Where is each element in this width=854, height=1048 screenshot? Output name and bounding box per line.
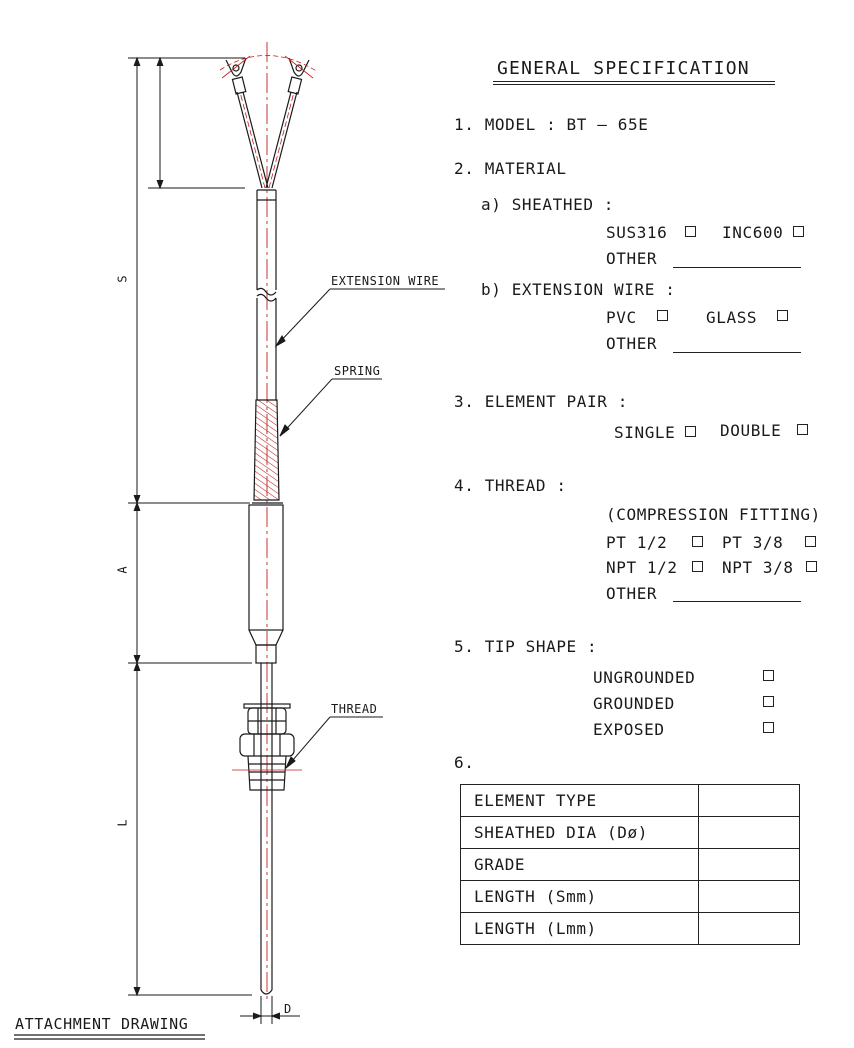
option-sus316: SUS316	[606, 223, 668, 242]
element-pair-heading: 3. ELEMENT PAIR :	[454, 392, 628, 411]
row-label-sheathed-dia: SHEATHED DIA (Dø)	[460, 816, 699, 849]
option-pt-3-8: PT 3/8	[722, 533, 784, 552]
option-npt-1-2: NPT 1/2	[606, 558, 678, 577]
table-row: LENGTH (Lmm)	[460, 912, 800, 945]
callout-spring: SPRING	[334, 364, 381, 378]
spade-terminal-right	[284, 55, 314, 79]
spring	[252, 399, 283, 504]
thread-heading: 4. THREAD :	[454, 476, 567, 495]
extension-wire-other-field[interactable]	[673, 352, 801, 353]
material-heading: 2. MATERIAL	[454, 159, 567, 178]
value-cell-length-l[interactable]	[698, 912, 800, 945]
value-cell-length-s[interactable]	[698, 880, 800, 913]
option-pt-1-2: PT 1/2	[606, 533, 668, 552]
checkbox-pvc[interactable]	[657, 310, 668, 321]
row-label-element-type: ELEMENT TYPE	[460, 784, 699, 817]
option-ungrounded: UNGROUNDED	[593, 668, 696, 687]
checkbox-npt-3-8[interactable]	[806, 561, 817, 572]
checkbox-double[interactable]	[797, 424, 808, 435]
spec-title: GENERAL SPECIFICATION	[497, 58, 750, 79]
option-grounded: GROUNDED	[593, 694, 675, 713]
row-label-grade: GRADE	[460, 848, 699, 881]
dimension-a-label: A	[115, 566, 130, 574]
table-row: SHEATHED DIA (Dø)	[460, 816, 800, 849]
extension-wire-other-label: OTHER	[606, 334, 658, 353]
table-row: GRADE	[460, 848, 800, 881]
model-line: 1. MODEL : BT — 65E	[454, 115, 649, 134]
thread-other-field[interactable]	[673, 601, 801, 602]
sheathed-other-label: OTHER	[606, 249, 658, 268]
option-npt-3-8: NPT 3/8	[722, 558, 794, 577]
checkbox-pt-1-2[interactable]	[692, 536, 703, 547]
row-label-length-l: LENGTH (Lmm)	[460, 912, 699, 945]
value-cell-element-type[interactable]	[698, 784, 800, 817]
callout-extension-wire: EXTENSION WIRE	[331, 274, 440, 288]
tip-shape-heading: 5. TIP SHAPE :	[454, 637, 598, 656]
lead-wires	[231, 76, 303, 189]
compression-fitting	[232, 703, 302, 791]
thread-other-label: OTHER	[606, 584, 658, 603]
checkbox-npt-1-2[interactable]	[692, 561, 703, 572]
dimension-l-label: L	[115, 819, 130, 827]
option-glass: GLASS	[706, 308, 758, 327]
dimension-lines	[128, 56, 300, 1024]
leader-lines	[274, 288, 445, 769]
checkbox-glass[interactable]	[777, 310, 788, 321]
option-pvc: PVC	[606, 308, 637, 327]
spec-title-underline	[493, 81, 775, 85]
sheathed-heading: a) SHEATHED :	[481, 195, 615, 214]
extension-wire-heading: b) EXTENSION WIRE :	[481, 280, 676, 299]
transition-body	[248, 504, 284, 664]
spec-table: ELEMENT TYPE SHEATHED DIA (Dø) GRADE LEN…	[460, 784, 800, 945]
checkbox-grounded[interactable]	[763, 696, 774, 707]
sheathed-other-field[interactable]	[673, 267, 801, 268]
table-row: LENGTH (Smm)	[460, 880, 800, 913]
checkbox-sus316[interactable]	[685, 226, 696, 237]
row-label-length-s: LENGTH (Smm)	[460, 880, 699, 913]
checkbox-single[interactable]	[685, 426, 696, 437]
thread-note: (COMPRESSION FITTING)	[606, 505, 821, 524]
spade-terminal-left	[221, 55, 251, 79]
checkbox-pt-3-8[interactable]	[805, 536, 816, 547]
value-cell-grade[interactable]	[698, 848, 800, 881]
dimension-s-label: S	[115, 275, 130, 283]
value-cell-sheathed-dia[interactable]	[698, 816, 800, 849]
sheath	[260, 663, 273, 995]
option-inc600: INC600	[722, 223, 784, 242]
table-row: ELEMENT TYPE	[460, 784, 800, 817]
dimension-d-label: D	[284, 1002, 292, 1016]
drawing-caption: ATTACHMENT DRAWING	[15, 1015, 189, 1033]
option-double: DOUBLE	[720, 421, 782, 440]
checkbox-inc600[interactable]	[793, 226, 804, 237]
thermocouple-drawing	[14, 42, 445, 1040]
checkbox-exposed[interactable]	[763, 722, 774, 733]
extension-wire	[256, 189, 277, 400]
checkbox-ungrounded[interactable]	[763, 670, 774, 681]
table-heading: 6.	[454, 753, 475, 772]
option-single: SINGLE	[614, 423, 676, 442]
callout-thread: THREAD	[331, 702, 378, 716]
option-exposed: EXPOSED	[593, 720, 665, 739]
